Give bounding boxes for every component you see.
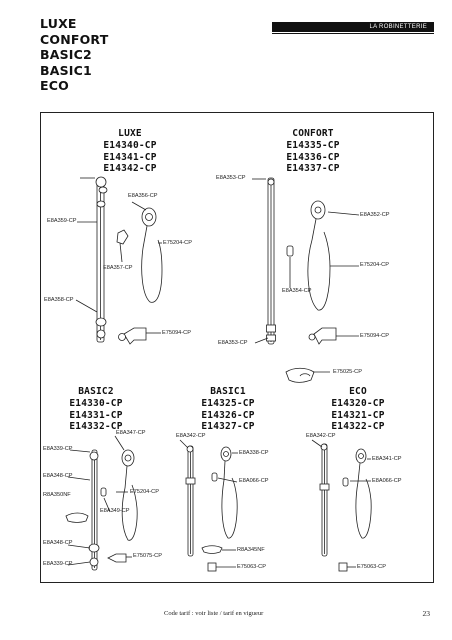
part-label: E75075-CP	[133, 553, 162, 559]
part-label: E8A339-CP	[43, 446, 73, 452]
model-basic1: BASIC1 E14325-CP E14326-CP E14327-CP	[196, 386, 260, 433]
basic2-drawing	[65, 435, 138, 571]
part-label: E75063-CP	[357, 564, 386, 570]
model-ref: E14326-CP	[201, 409, 255, 421]
model-ref: E14321-CP	[331, 409, 385, 421]
part-label: R8A350NF	[43, 492, 71, 498]
part-label: E8A356-CP	[128, 193, 158, 199]
part-label: E75094-CP	[162, 330, 191, 336]
part-label: E8A338-CP	[239, 450, 269, 456]
part-label: E8A339-CP	[43, 561, 73, 567]
model-luxe: LUXE E14340-CP E14341-CP E14342-CP	[98, 128, 162, 175]
model-ref: E14336-CP	[286, 151, 340, 163]
model-basic2: BASIC2 E14330-CP E14331-CP E14332-CP	[64, 386, 128, 433]
model-ref: E14340-CP	[103, 139, 157, 151]
section-label: LA ROBINETTERIE	[369, 24, 427, 30]
part-label: E8A358-CP	[44, 297, 74, 303]
model-confort: CONFORT E14335-CP E14336-CP E14337-CP	[278, 128, 348, 175]
part-label: E8A066-CP	[372, 478, 402, 484]
model-name: BASIC2	[78, 386, 114, 397]
model-ref: E14332-CP	[69, 421, 123, 433]
part-label: E8A352-CP	[360, 212, 390, 218]
title-line: LUXE	[40, 16, 77, 31]
model-ref: E14342-CP	[103, 163, 157, 175]
part-label: E8A359-CP	[47, 218, 77, 224]
basic1-drawing	[179, 439, 238, 572]
model-name: CONFORT	[292, 128, 334, 139]
title-line: CONFORT	[40, 31, 109, 47]
model-name: LUXE	[118, 128, 142, 139]
part-label: E75204-CP	[360, 262, 389, 268]
product-diagram-frame	[40, 112, 434, 583]
part-label: E75063-CP	[237, 564, 266, 570]
model-ref: E14337-CP	[286, 163, 340, 175]
part-label: E8A348-CP	[43, 540, 73, 546]
model-ref: E14322-CP	[331, 421, 385, 433]
part-label: E75204-CP	[130, 489, 159, 495]
page-number: 23	[422, 609, 431, 618]
model-ref: E14341-CP	[103, 151, 157, 163]
part-label: E8A342-CP	[176, 433, 206, 439]
section-label-bar: LA ROBINETTERIE	[272, 22, 434, 32]
part-label: E8A353-CP	[218, 340, 248, 346]
part-label: E75094-CP	[360, 333, 389, 339]
part-label: R8A345NF	[237, 547, 265, 553]
title-line: ECO	[40, 78, 69, 93]
part-label: E8A357-CP	[103, 265, 133, 271]
title-line: BASIC1	[40, 62, 92, 78]
model-name: ECO	[349, 386, 367, 397]
eco-drawing	[311, 439, 372, 572]
model-name: BASIC1	[210, 386, 246, 397]
part-label: E8A341-CP	[372, 456, 402, 462]
luxe-drawing	[75, 176, 163, 345]
confort-drawing	[252, 177, 360, 383]
footer-note: Code tarif : voir liste / tarif en vigue…	[164, 610, 264, 617]
model-ref: E14325-CP	[201, 397, 255, 409]
page-title: LUXE CONFORT BASIC2 BASIC1 ECO	[40, 16, 108, 94]
part-label: E8A342-CP	[306, 433, 336, 439]
title-line: BASIC2	[40, 47, 92, 62]
part-label: E8A349-CP	[100, 508, 130, 514]
part-label: E8A353-CP	[216, 175, 246, 181]
model-eco: ECO E14320-CP E14321-CP E14322-CP	[326, 386, 390, 433]
part-label: E8A348-CP	[43, 473, 73, 479]
part-label: E75025-CP	[333, 369, 362, 375]
part-label: E75204-CP	[163, 240, 192, 246]
part-label: E8A354-CP	[282, 288, 312, 294]
model-ref: E14320-CP	[331, 397, 385, 409]
part-label: E8A347-CP	[116, 430, 146, 436]
page-footer: Code tarif : voir liste / tarif en vigue…	[40, 609, 434, 630]
model-ref: E14335-CP	[286, 139, 340, 151]
part-label: E8A066-CP	[239, 478, 269, 484]
section-divider	[272, 33, 434, 34]
model-ref: E14331-CP	[69, 409, 123, 421]
model-ref: E14327-CP	[201, 421, 255, 433]
model-ref: E14330-CP	[69, 397, 123, 409]
